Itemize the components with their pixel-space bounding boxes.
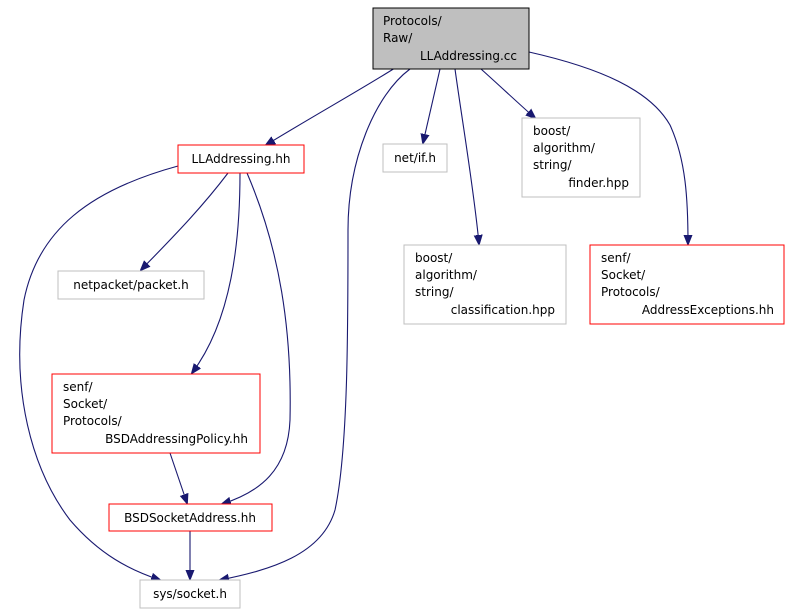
edge-root-to-sys-socket bbox=[220, 68, 411, 580]
node-label-line: string/ bbox=[415, 285, 454, 299]
node-label-line: AddressExceptions.hh bbox=[642, 303, 774, 317]
node-address-exceptions-hh[interactable]: senf/ Socket/ Protocols/ AddressExceptio… bbox=[589, 244, 785, 325]
node-label-line: Protocols/ bbox=[63, 414, 123, 428]
node-label-line: BSDAddressingPolicy.hh bbox=[105, 432, 248, 446]
edge-bsd-addressing-policy-to-bsd-socket-address bbox=[169, 452, 187, 503]
node-sys-socket-h[interactable]: sys/socket.h bbox=[139, 579, 241, 609]
edge-root-to-boost-finder bbox=[480, 68, 535, 118]
edge-lladdressing-hh-to-netpacket bbox=[141, 172, 229, 270]
edge-root-to-lladdressing-hh bbox=[266, 67, 396, 145]
node-label-line: Socket/ bbox=[63, 397, 108, 411]
node-label-line: LLAddressing.cc bbox=[420, 49, 517, 63]
node-protocols-raw-lladdressing-cc[interactable]: Protocols/ Raw/ LLAddressing.cc bbox=[372, 7, 530, 70]
node-net-if-h[interactable]: net/if.h bbox=[382, 143, 448, 173]
node-label-line: Socket/ bbox=[601, 268, 646, 282]
node-label-line: net/if.h bbox=[394, 151, 436, 165]
edge-root-to-address-exceptions bbox=[528, 51, 688, 244]
edge-lladdressing-hh-to-bsd-socket-address bbox=[222, 172, 291, 504]
node-label-line: netpacket/packet.h bbox=[73, 278, 189, 292]
edge-root-to-net-if-h bbox=[423, 68, 441, 143]
node-boost-algorithm-string-classification-hpp[interactable]: boost/ algorithm/ string/ classification… bbox=[403, 244, 567, 325]
node-label-line: Protocols/ bbox=[383, 14, 443, 28]
node-label-line: Raw/ bbox=[383, 31, 413, 45]
node-bsd-socket-address-hh[interactable]: BSDSocketAddress.hh bbox=[108, 503, 273, 532]
node-label-line: algorithm/ bbox=[533, 141, 596, 155]
node-label-line: sys/socket.h bbox=[153, 587, 227, 601]
node-label-line: LLAddressing.hh bbox=[191, 152, 290, 166]
node-netpacket-packet-h[interactable]: netpacket/packet.h bbox=[57, 270, 205, 300]
node-label-line: finder.hpp bbox=[568, 176, 629, 190]
node-lladdressing-hh[interactable]: LLAddressing.hh bbox=[177, 144, 305, 174]
node-label-line: Protocols/ bbox=[601, 285, 661, 299]
node-bsd-addressing-policy-hh[interactable]: senf/ Socket/ Protocols/ BSDAddressingPo… bbox=[51, 373, 261, 454]
node-label-line: boost/ bbox=[533, 124, 571, 138]
edge-root-to-boost-classification bbox=[454, 68, 479, 244]
edge-lladdressing-hh-to-sys-socket bbox=[19, 165, 179, 580]
node-label-line: boost/ bbox=[415, 251, 453, 265]
node-boost-algorithm-string-finder-hpp[interactable]: boost/ algorithm/ string/ finder.hpp bbox=[521, 117, 641, 198]
node-label-line: senf/ bbox=[601, 251, 631, 265]
node-label-line: string/ bbox=[533, 158, 572, 172]
edge-lladdressing-hh-to-bsd-addressing-policy bbox=[192, 172, 241, 373]
node-label-line: BSDSocketAddress.hh bbox=[124, 511, 256, 525]
node-label-line: senf/ bbox=[63, 380, 93, 394]
node-label-line: algorithm/ bbox=[415, 268, 478, 282]
node-label-line: classification.hpp bbox=[451, 303, 555, 317]
